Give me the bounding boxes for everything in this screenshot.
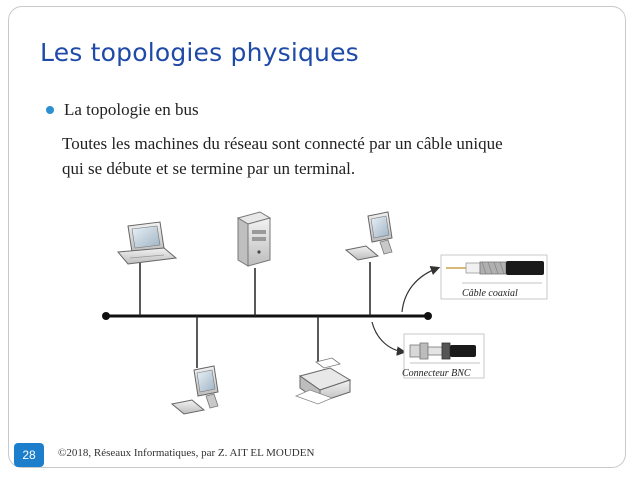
bullet-item: La topologie en bus [46, 100, 199, 120]
coaxial-cable-image: Câble coaxial [440, 254, 548, 300]
printer-icon [294, 357, 352, 405]
body-line-1: Toutes les machines du réseau sont conne… [62, 134, 503, 153]
bullet-icon [46, 106, 54, 114]
caption-connector: Connecteur BNC [402, 368, 471, 379]
body-paragraph: Toutes les machines du réseau sont conne… [62, 131, 622, 181]
arrow-to-cable [401, 265, 441, 313]
body-line-2: qui se débute et se termine par un termi… [62, 159, 356, 178]
bnc-connector-image: Connecteur BNC [402, 333, 485, 379]
bullet-label: La topologie en bus [64, 100, 199, 119]
laptop-icon [117, 221, 178, 265]
bus-cable [102, 312, 432, 320]
page-number-badge: 28 [14, 443, 44, 467]
terminator-left-icon [102, 312, 110, 320]
desktop-computer-icon [344, 211, 393, 261]
caption-cable: Câble coaxial [462, 288, 518, 299]
footer-text: ©2018, Réseaux Informatiques, par Z. AIT… [58, 447, 315, 459]
drop-lines [139, 262, 371, 368]
slide-title: Les topologies physiques [40, 38, 359, 67]
server-icon [236, 211, 272, 267]
terminator-right-icon [424, 312, 432, 320]
arrow-to-connector [371, 321, 407, 356]
desktop-computer-icon [170, 365, 219, 415]
